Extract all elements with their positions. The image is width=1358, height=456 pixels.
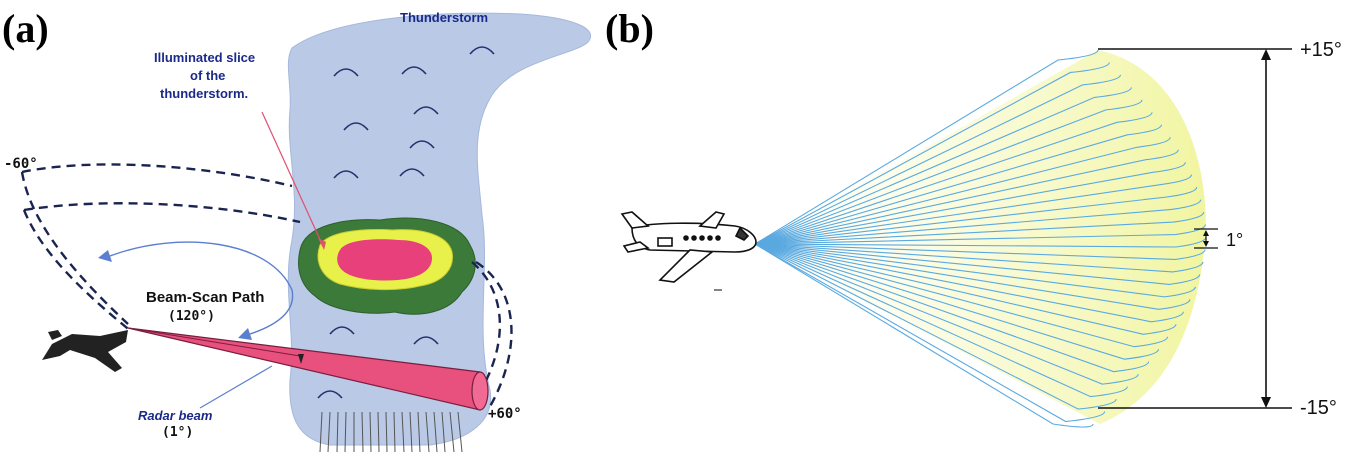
beam-fan-line <box>754 87 1132 245</box>
beam-fan-line <box>754 243 1094 428</box>
scan-arrowhead-left <box>98 250 112 262</box>
beam-scan-label: Beam-Scan Path <box>146 289 264 306</box>
beam-fan-line <box>754 243 1169 348</box>
beam-scan-angle: (120°) <box>168 309 215 324</box>
beam-fan-line <box>754 243 1191 310</box>
beam-fan-line <box>754 49 1099 245</box>
range-arrow-bottom <box>1261 397 1271 408</box>
cloud-marks <box>317 46 495 399</box>
beam-fan-line <box>754 186 1198 245</box>
beam-fan-line <box>754 243 1201 285</box>
radar-beam-pointer <box>199 365 273 409</box>
beam-fan-line <box>754 149 1179 245</box>
beam-fan-line <box>754 243 1196 298</box>
illuminated-label-line1: Illuminated slice <box>154 50 255 65</box>
range-arrow-top <box>1261 49 1271 60</box>
beam-fan-line <box>754 99 1143 245</box>
storm-slice-core <box>337 239 432 281</box>
beam-fan-line <box>754 243 1184 323</box>
one-degree-arrow-top <box>1203 230 1209 236</box>
panel-b: (b) +15° -15° <box>605 6 1342 428</box>
beam-fan-line <box>754 243 1139 385</box>
thunderstorm-label: Thunderstorm <box>400 10 488 25</box>
panel-b-label: (b) <box>605 6 654 51</box>
beam-fan-line <box>754 174 1193 245</box>
panel-a-label: (a) <box>2 6 49 51</box>
rain-streaks <box>319 411 463 453</box>
illuminated-pointer <box>261 111 323 245</box>
aircraft-icon-a <box>42 330 128 372</box>
radar-beam-end <box>471 371 489 411</box>
scan-arrowhead <box>238 328 252 340</box>
beam-fan-line <box>754 62 1110 245</box>
beam-fan-line <box>754 74 1121 245</box>
scan-direction-arrow <box>109 241 294 335</box>
beam-fan-line <box>754 243 1160 360</box>
beam-fan-line <box>754 124 1163 245</box>
beam-fan-line <box>754 162 1186 245</box>
beam-fan-line <box>754 243 1106 423</box>
radar-beam-axis <box>127 327 301 357</box>
bottom-angle-label: -15° <box>1300 397 1337 419</box>
illuminated-label-line2: of the <box>190 68 225 83</box>
beam-fan-line <box>754 211 1205 245</box>
beam-fan-line <box>754 243 1117 410</box>
beam-width-label: 1° <box>1226 230 1243 250</box>
illuminated-label-line3: thunderstorm. <box>160 86 248 101</box>
radar-beam-label: Radar beam <box>138 408 213 423</box>
radar-beam-angle: (1°) <box>162 425 193 440</box>
panel-a: (a) <box>2 6 592 453</box>
beam-fan-line <box>754 112 1153 245</box>
beam-fan-line <box>754 243 1177 335</box>
beam-fan-lines <box>754 49 1207 428</box>
illuminated-pointer-head <box>318 238 326 250</box>
beam-fan-line <box>754 137 1171 245</box>
beam-fan-fill <box>755 50 1206 424</box>
right-angle-label: +60° <box>488 406 522 422</box>
beam-fan-line <box>754 243 1150 373</box>
beam-fan-line <box>754 199 1202 245</box>
beam-width-marker <box>298 354 304 364</box>
one-degree-arrow-bottom <box>1203 241 1209 247</box>
beam-fan-line <box>754 243 1128 398</box>
beam-fan-line <box>754 243 1204 273</box>
beam-fan-line <box>754 243 1206 261</box>
left-angle-label: -60° <box>4 156 38 172</box>
beam-fan-line <box>754 224 1206 245</box>
top-angle-label: +15° <box>1300 39 1342 61</box>
beam-scan-path-arcs <box>20 163 513 411</box>
aircraft-icon-b <box>620 211 757 283</box>
